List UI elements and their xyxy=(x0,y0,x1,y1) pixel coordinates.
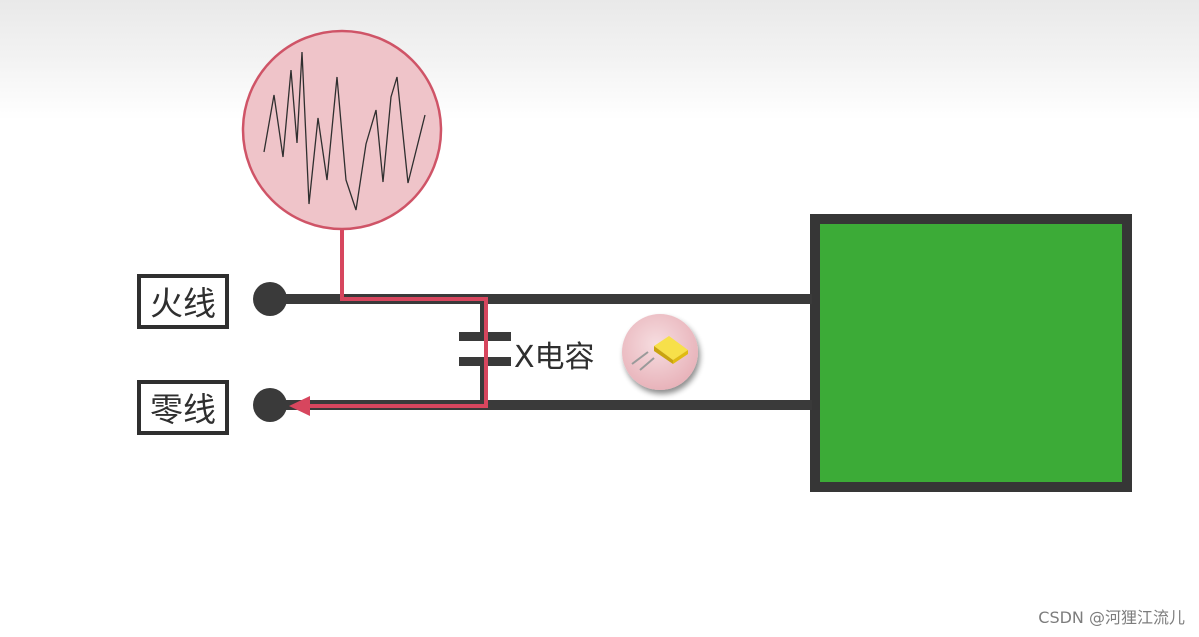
x-capacitor-label: X电容 xyxy=(514,340,595,375)
live-terminal-dot xyxy=(253,282,287,316)
noise-waveform-icon xyxy=(241,29,443,231)
capacitor-body xyxy=(631,336,688,371)
watermark: CSDN @河狸江流儿 xyxy=(1038,608,1185,627)
live-wire-label: 火线 xyxy=(150,284,216,323)
neutral-label-box xyxy=(137,380,229,435)
neutral-wire-label: 零线 xyxy=(150,390,216,429)
noise-arrow-head xyxy=(289,396,310,416)
neutral-terminal-dot xyxy=(253,388,287,422)
load-box xyxy=(810,214,1132,492)
live-label-box xyxy=(137,274,229,329)
noise-current-path xyxy=(305,229,488,408)
